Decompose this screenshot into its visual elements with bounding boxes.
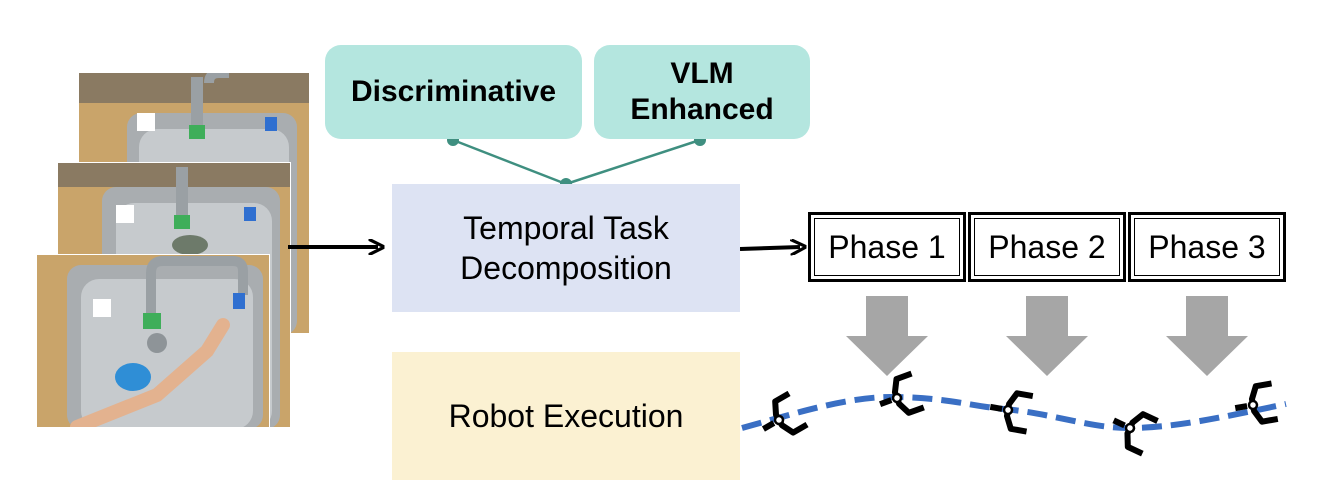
method-discriminative: Discriminative (325, 45, 582, 139)
gripper-icon (879, 370, 925, 416)
phase-box-1: Phase 1 (808, 212, 966, 282)
phase-box-3: Phase 3 (1128, 212, 1286, 282)
gripper-icon (1234, 380, 1279, 425)
down-arrow-phase-3 (1166, 296, 1248, 376)
robot-execution-box: Robot Execution (392, 352, 740, 480)
phase-label: Phase 2 (988, 228, 1106, 265)
gripper-icon (761, 390, 809, 436)
method-vlm-enhanced: VLM Enhanced (594, 45, 810, 139)
connector-discriminative (452, 138, 567, 186)
phase-label: Phase 3 (1148, 228, 1266, 265)
arrow-decomposition-to-phases (739, 247, 800, 249)
connector-vlm-enhanced (565, 138, 701, 186)
gripper-icon (1112, 411, 1159, 457)
phase-box-2: Phase 2 (968, 212, 1126, 282)
method-discriminative-label: Discriminative (350, 75, 557, 108)
decomposition-label-line2: Decomposition (460, 250, 672, 286)
decomposition-label-line1: Temporal Task (463, 210, 669, 246)
method-vlm-label-line1: VLM (670, 57, 734, 90)
video-frame-3 (36, 254, 270, 428)
phase-label: Phase 1 (828, 228, 946, 265)
gripper-icon (989, 390, 1034, 435)
robot-execution-label: Robot Execution (448, 398, 684, 434)
down-arrow-phase-1 (846, 296, 928, 376)
down-arrow-phase-2 (1006, 296, 1088, 376)
method-vlm-label-line2: Enhanced (630, 93, 774, 126)
sink-scene-image (37, 255, 269, 427)
temporal-task-decomposition-box: Temporal Task Decomposition (392, 184, 740, 312)
